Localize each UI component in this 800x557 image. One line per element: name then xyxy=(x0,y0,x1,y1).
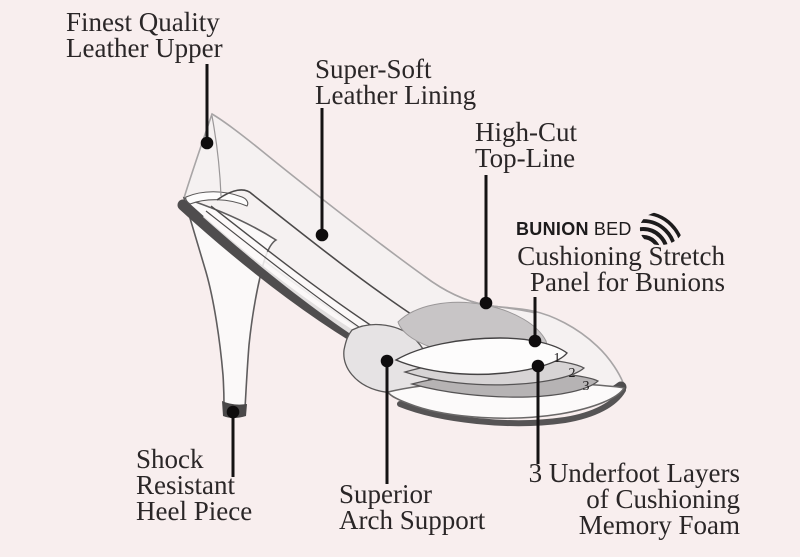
foam-layer-1 xyxy=(394,337,568,376)
brand-name-bold: BUNION xyxy=(516,218,589,239)
foam-layer-number-2: 2 xyxy=(569,366,576,381)
leader-dot-underfoot xyxy=(531,359,545,373)
leader-dot-super-soft xyxy=(315,228,329,242)
label-line: Arch Support xyxy=(339,504,486,535)
label-superior-arch-support: Superior Arch Support xyxy=(339,479,486,535)
label-line: Top-Line xyxy=(475,142,576,173)
label-line: Leather Lining xyxy=(315,79,477,110)
leader-dot-cushioning-panel xyxy=(528,334,542,348)
label-line: Shock xyxy=(136,444,204,474)
label-underfoot-layers: 3 Underfoot Layers of Cushioning Memory … xyxy=(528,458,740,540)
bunion-bed-brand: BUNION BED xyxy=(516,211,685,247)
label-super-soft-leather-lining: Super-Soft Leather Lining xyxy=(315,54,477,110)
label-line: High-Cut xyxy=(475,117,578,147)
label-line: Finest Quality xyxy=(66,7,220,37)
label-finest-quality-leather-upper: Finest Quality Leather Upper xyxy=(66,7,223,63)
leader-dot-shock-resistant xyxy=(226,405,240,419)
leader-dot-arch-support xyxy=(380,354,394,368)
label-line: Superior xyxy=(339,479,432,509)
label-line: of Cushioning xyxy=(586,483,740,514)
leader-dot-high-cut xyxy=(479,296,493,310)
label-line: Heel Piece xyxy=(136,495,253,526)
back-seam-line xyxy=(211,115,222,197)
label-line: Cushioning Stretch xyxy=(517,241,725,271)
label-line: Memory Foam xyxy=(578,509,740,540)
label-line: Leather Upper xyxy=(66,32,223,63)
leader-lines xyxy=(200,64,545,484)
label-shock-resistant-heel-piece: Shock Resistant Heel Piece xyxy=(136,444,253,526)
label-line: Super-Soft xyxy=(315,54,432,84)
leader-dot-finest-quality xyxy=(200,136,214,150)
swirl-logo-icon xyxy=(639,211,683,246)
label-line: Panel for Bunions xyxy=(530,266,725,297)
collar-edge xyxy=(185,191,249,207)
label-high-cut-top-line: High-Cut Top-Line xyxy=(475,117,578,173)
outsole-bottom-edge xyxy=(397,387,626,427)
label-cushioning-stretch-panel: Cushioning Stretch Panel for Bunions xyxy=(517,241,725,297)
label-line: Resistant xyxy=(136,469,235,500)
label-line: 3 Underfoot Layers xyxy=(528,458,740,488)
foam-layer-number-3: 3 xyxy=(583,379,590,394)
brand-name-light: BED xyxy=(593,218,632,239)
foam-layer-number-1: 1 xyxy=(554,351,561,366)
